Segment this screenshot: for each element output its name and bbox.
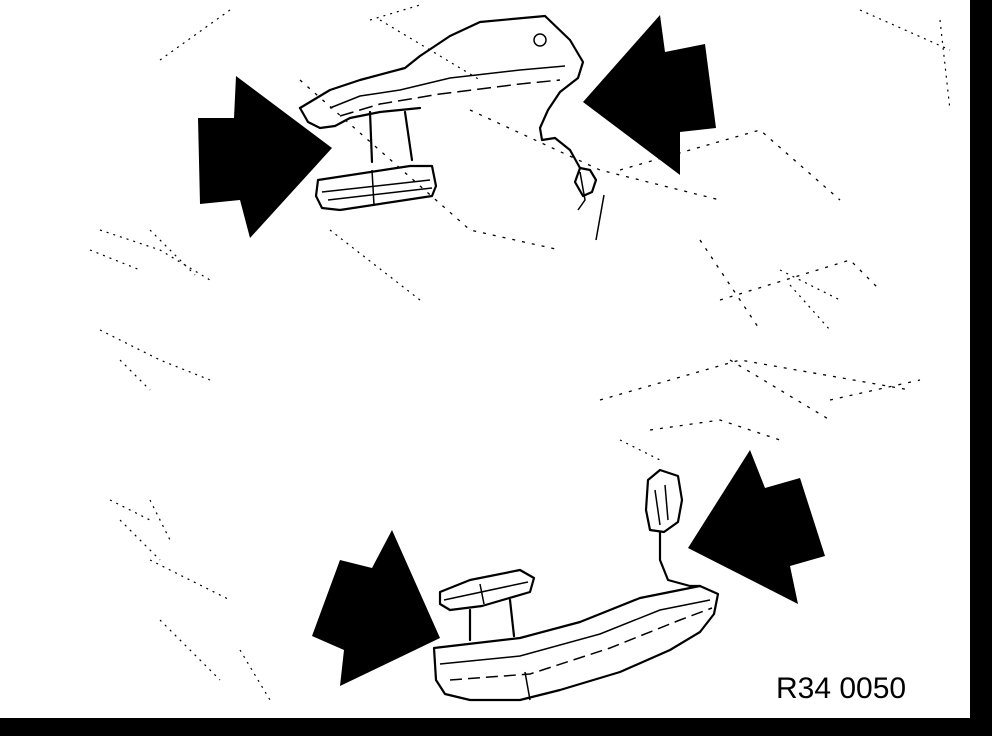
arrow-upper-left (198, 76, 332, 238)
lower-visor-bracket (432, 468, 720, 702)
background-outline (89, 4, 951, 701)
illustration-canvas (89, 4, 951, 702)
indicator-arrows (198, 15, 825, 686)
arrow-lower-left (312, 530, 440, 686)
figure-reference-code: R34 0050 (776, 672, 907, 705)
arrow-upper-right (583, 15, 716, 175)
upper-visor-bracket (298, 14, 605, 241)
technical-illustration: R34 0050 (0, 0, 970, 718)
arrow-lower-right (688, 450, 825, 604)
